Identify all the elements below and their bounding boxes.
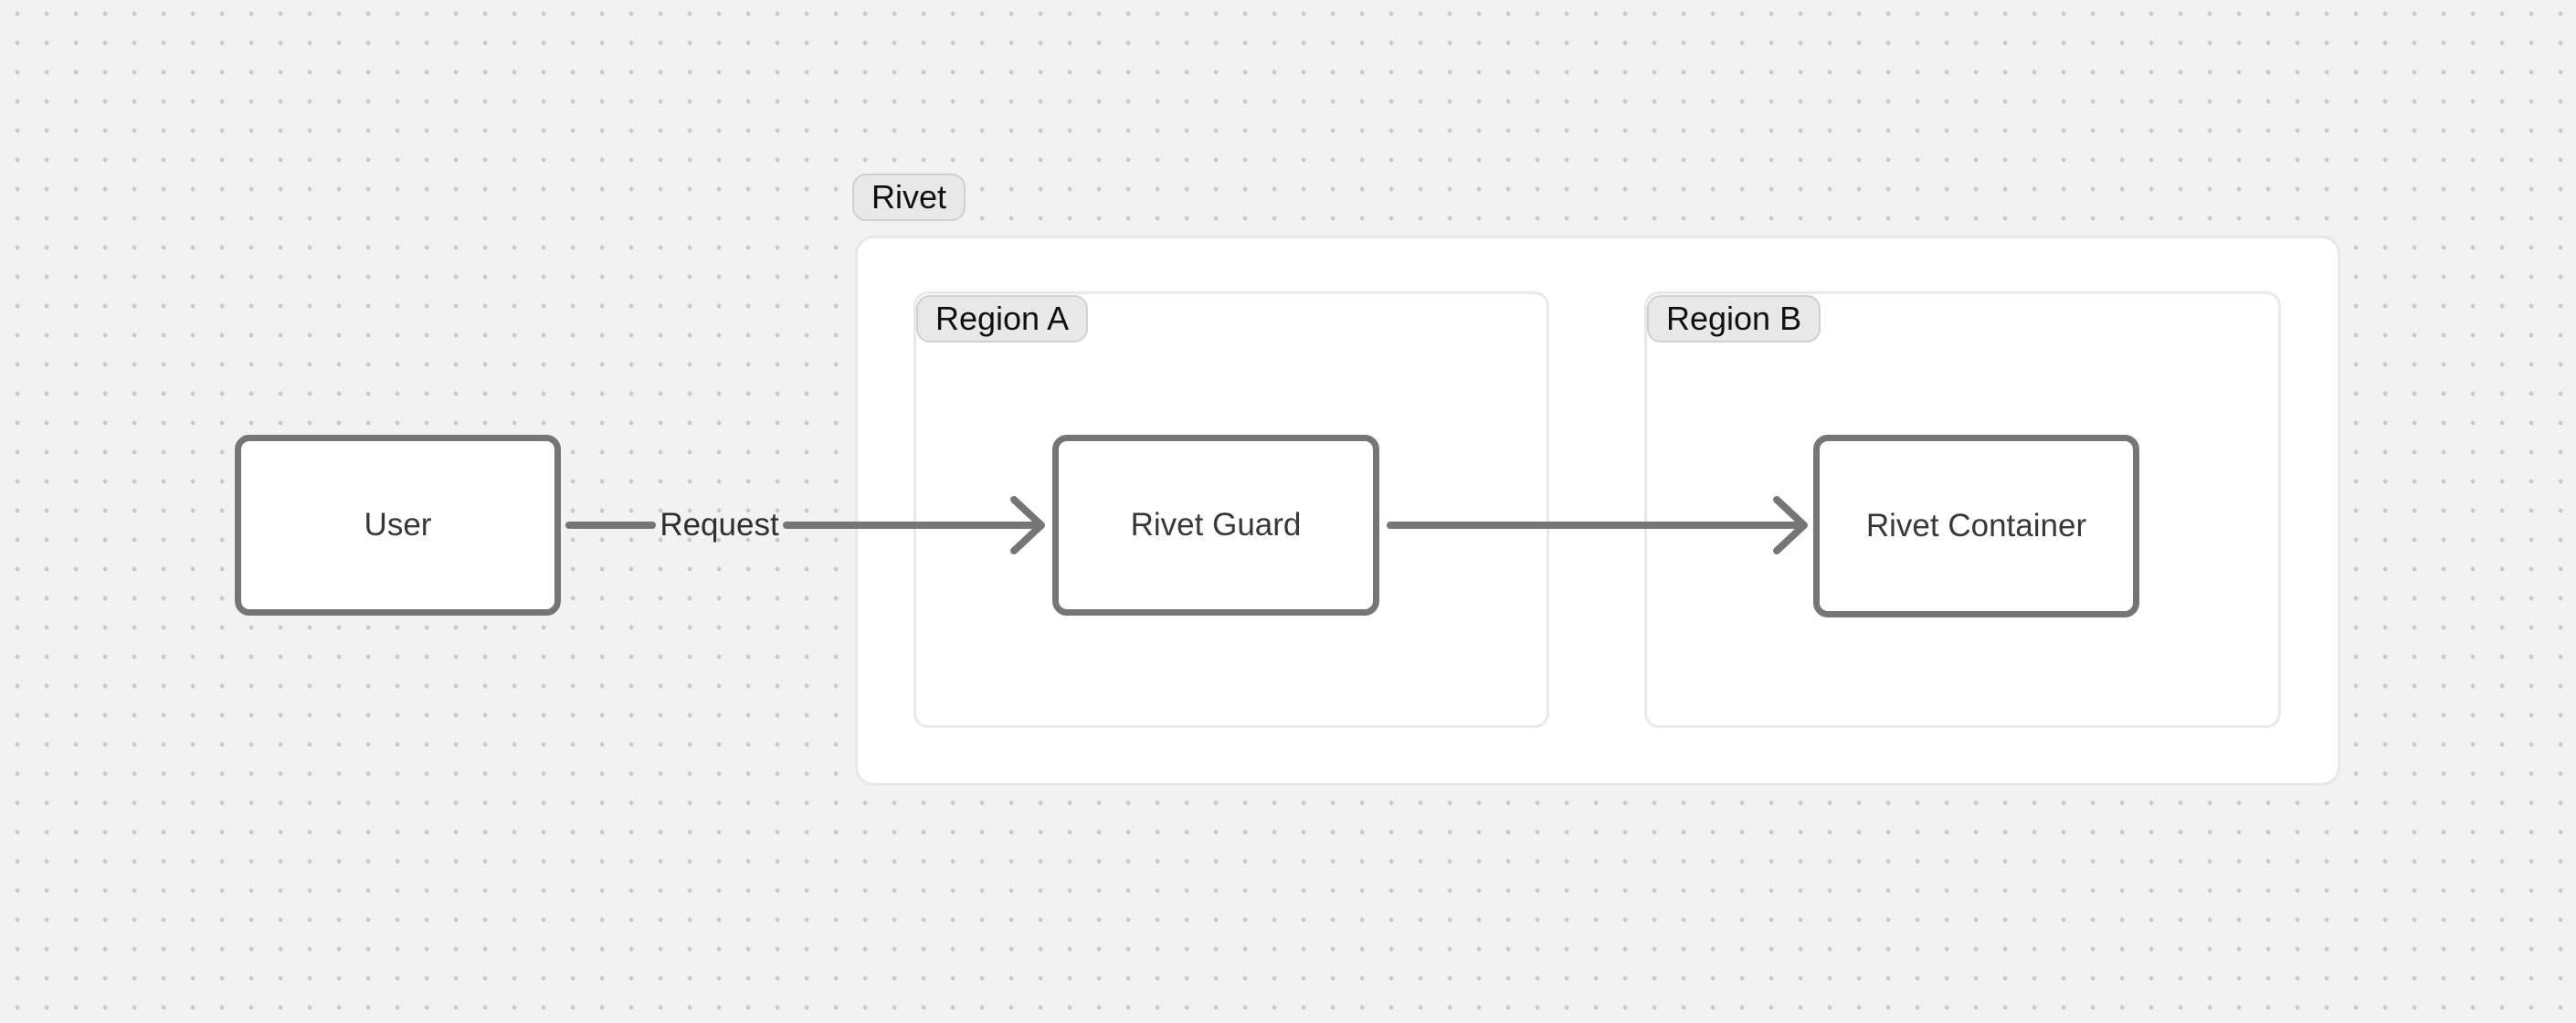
node-user-label: User xyxy=(364,507,432,543)
node-rivet-container: Rivet Container xyxy=(1813,435,2139,617)
node-rivet-guard-label: Rivet Guard xyxy=(1130,507,1302,543)
group-label-region-a: Region A xyxy=(916,295,1089,343)
edge-label-request: Request xyxy=(660,507,779,543)
node-rivet-container-label: Rivet Container xyxy=(1865,508,2087,543)
group-label-region-b: Region B xyxy=(1647,295,1821,343)
node-rivet-guard: Rivet Guard xyxy=(1052,435,1379,616)
node-user: User xyxy=(235,435,561,616)
group-label-rivet: Rivet xyxy=(852,174,966,221)
